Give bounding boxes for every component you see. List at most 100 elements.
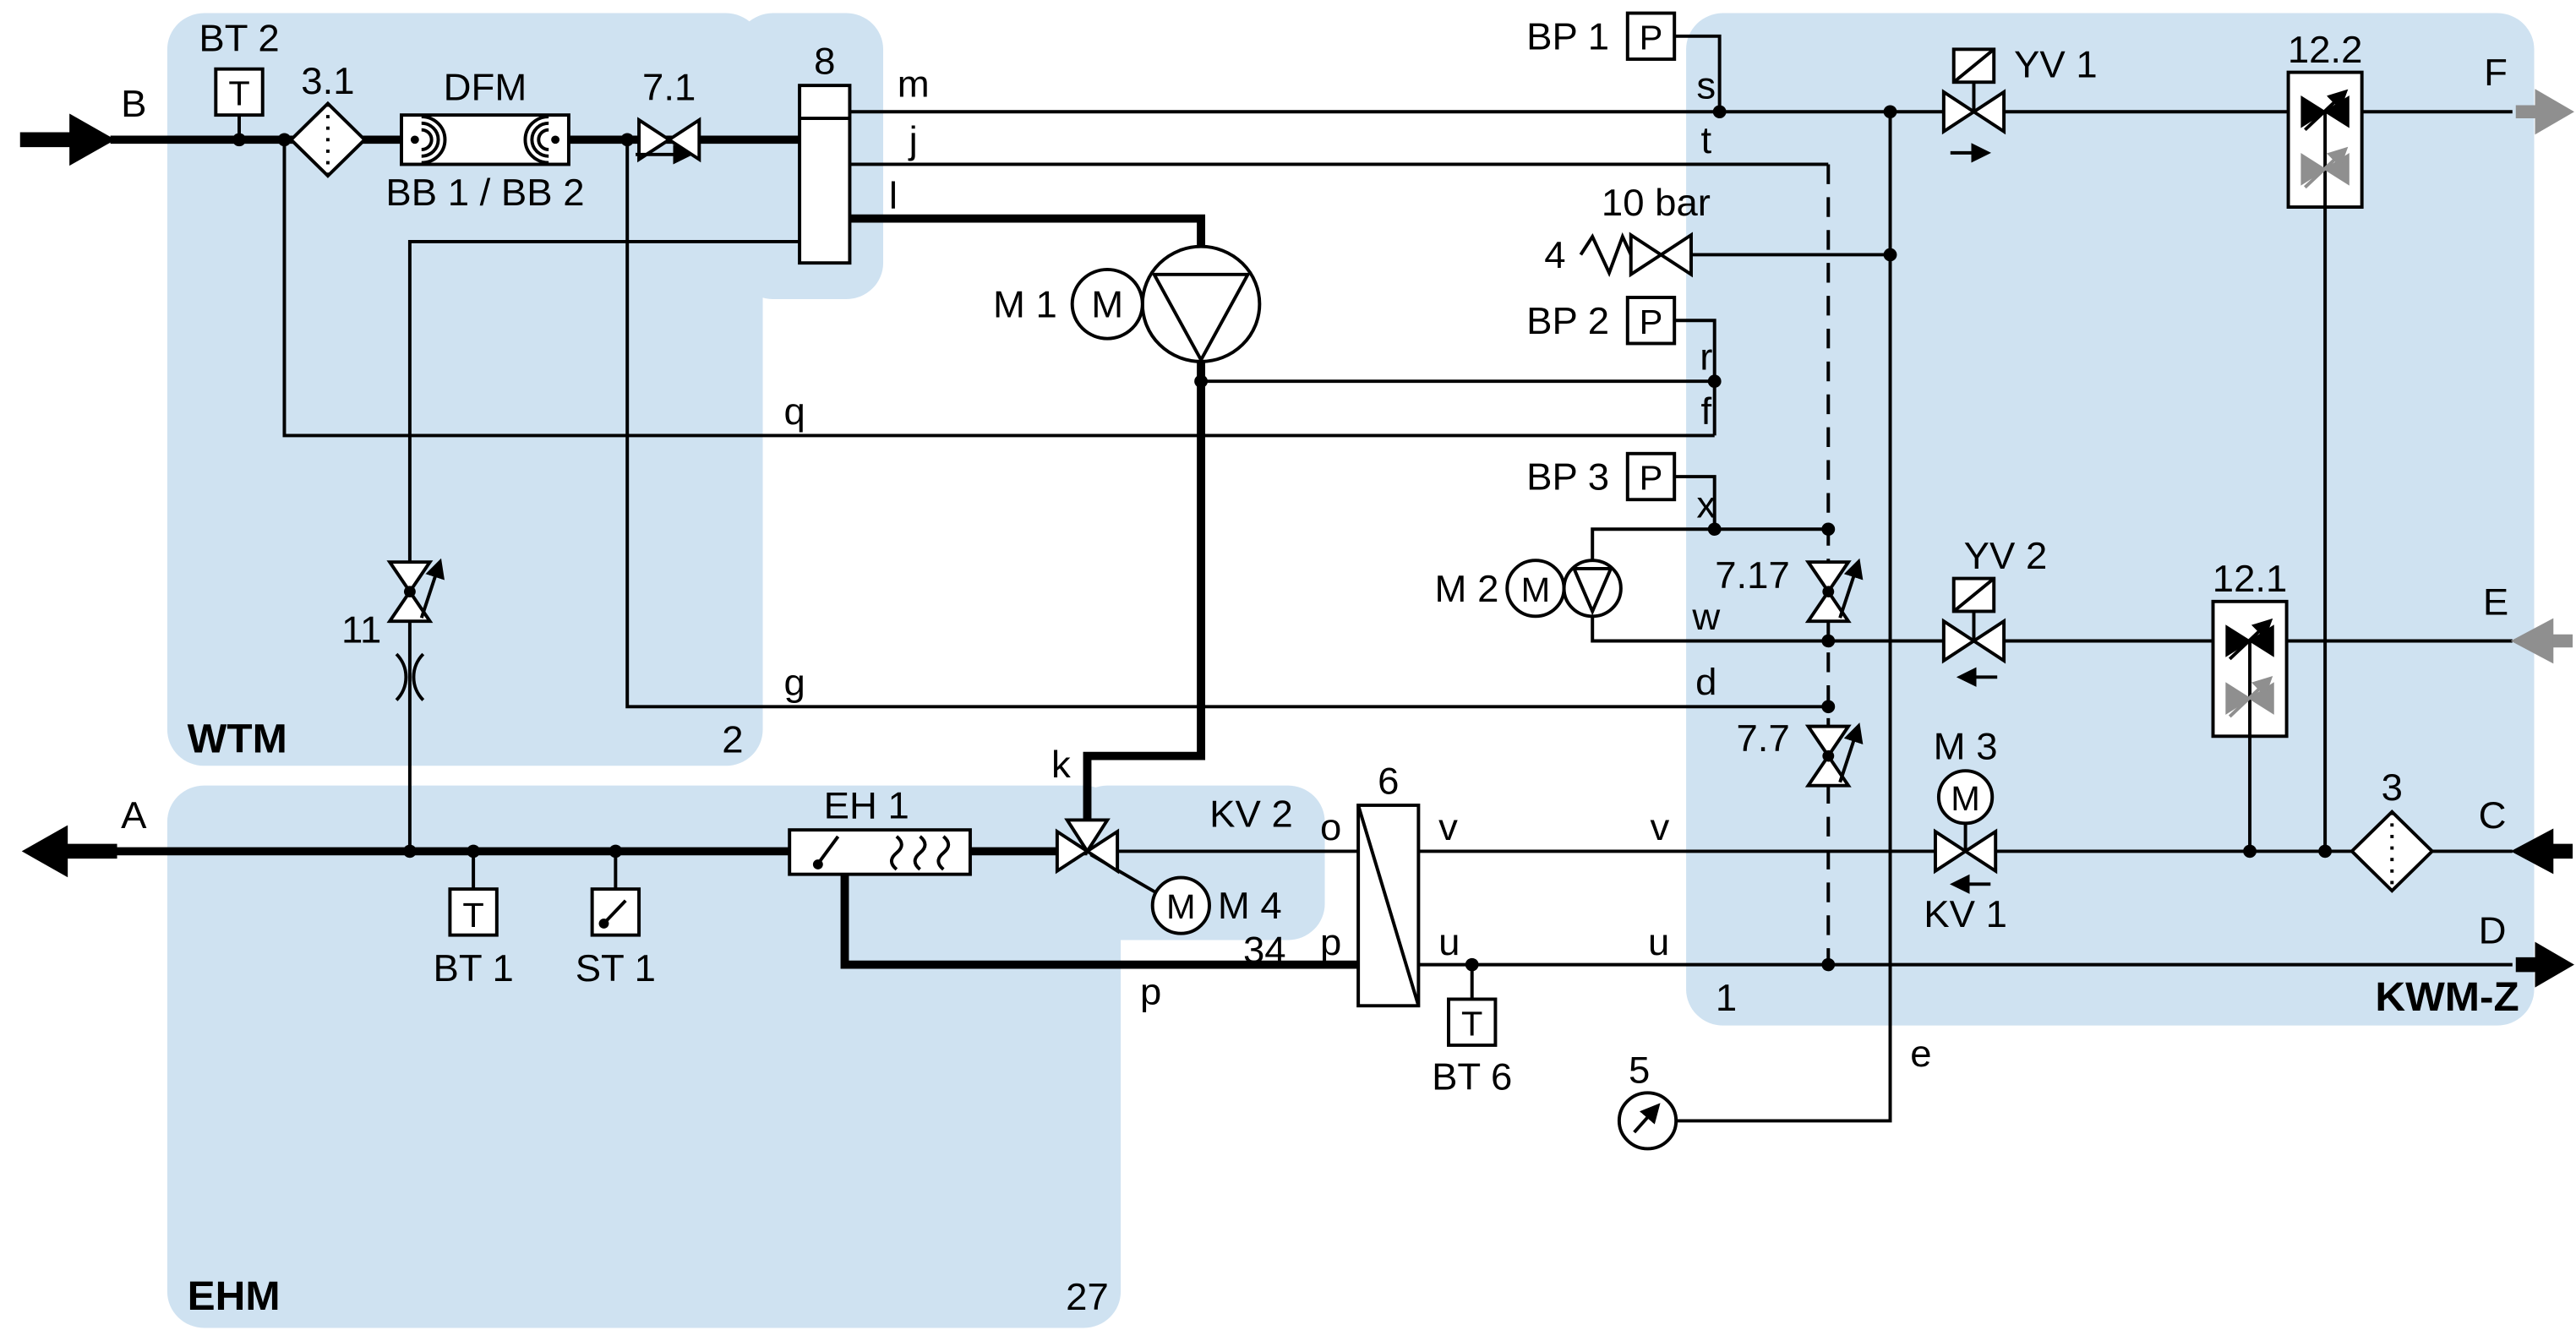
- junction: [1821, 957, 1836, 972]
- yv1-solenoid-slash: [1952, 47, 1995, 84]
- dfm-transducer-left: [410, 135, 419, 144]
- kv1-right: [1962, 828, 1998, 875]
- sensor-bp3: [1625, 451, 1677, 502]
- sensor-bt1: [448, 887, 499, 937]
- sensor-bp1: [1625, 11, 1677, 61]
- junction: [620, 133, 635, 147]
- strainer-3-label: 3: [2382, 766, 2403, 810]
- hx-6-diagonal: [1356, 804, 1421, 1006]
- bt6-label: BT 6: [1432, 1055, 1512, 1098]
- motor-m1: [1070, 268, 1144, 341]
- relief-valve-4: [1579, 232, 1693, 278]
- relief-4-label: 4: [1544, 233, 1565, 276]
- disconnector-12-1-label: 12.1: [2213, 558, 2288, 601]
- pump-m2-impeller: [1571, 566, 1613, 616]
- junction: [277, 133, 292, 147]
- arrow-b-head: [69, 113, 116, 166]
- wtm-number: 2: [722, 718, 743, 761]
- bt6-symbol: T: [1461, 1005, 1482, 1044]
- junction: [2318, 844, 2333, 859]
- st1-label: ST 1: [576, 946, 656, 989]
- junction: [2243, 844, 2257, 859]
- dfm-transducer-right: [551, 135, 560, 144]
- line-e-label: e: [1910, 1033, 1931, 1076]
- gauge-5-label: 5: [1629, 1049, 1650, 1092]
- orifice-11: [395, 652, 425, 701]
- disconnector-12-2-valve1-arrow: [2303, 89, 2349, 132]
- pipe-w-e-line: [1591, 616, 2513, 643]
- line-q-label: q: [783, 390, 805, 433]
- valve-7-7-seat: [1822, 750, 1835, 762]
- valve-7-7-bottom: [1804, 753, 1852, 788]
- relief-valve-4-left: [1629, 232, 1664, 278]
- line-g-label: g: [783, 661, 805, 704]
- pipe-g-d: [625, 139, 1829, 709]
- junction: [1465, 957, 1479, 972]
- m3-label: M 3: [1934, 725, 1998, 768]
- overflow-7-17-label: 7.17: [1715, 554, 1790, 597]
- dfm-transducer-right-waves: [523, 115, 549, 165]
- m2-label: M 2: [1435, 567, 1499, 610]
- kv2-right: [1083, 828, 1120, 875]
- bt2-label: BT 2: [199, 17, 279, 60]
- valve-7-7-adjust-arrow: [1838, 722, 1864, 783]
- yv1-left: [1941, 89, 1978, 135]
- ehm-name: EHM: [188, 1273, 281, 1319]
- sensor-st1: [590, 887, 641, 937]
- junction: [1194, 374, 1208, 388]
- check-valve-7-1-left: [637, 117, 673, 163]
- pipe-q-f: [282, 139, 1715, 438]
- line-r-label: r: [1700, 335, 1712, 379]
- strainer-3-1-label: 3.1: [301, 59, 354, 102]
- junction: [1821, 522, 1836, 537]
- region-ehm: [166, 785, 1122, 1328]
- line-x-label: x: [1696, 483, 1716, 526]
- yv1-label: YV 1: [2014, 43, 2098, 86]
- overflow-valve-7-7: [1804, 722, 1864, 788]
- kv1-label: KV 1: [1924, 892, 2007, 935]
- junction: [1707, 374, 1722, 388]
- three-way-valve-kv2: [1055, 818, 1211, 935]
- overflow-valve-7-17: [1804, 558, 1864, 624]
- line-j-label: j: [908, 118, 918, 161]
- heat-exchanger-6: [1356, 804, 1421, 1008]
- sensor-bp2-body: [1625, 296, 1677, 346]
- line-w-label: w: [1691, 595, 1720, 638]
- labels: B A F E C D BT 2 T 3.1 DFM BB 1 / BB 2 7…: [121, 15, 2519, 1319]
- line-u-label-1: u: [1438, 920, 1460, 963]
- valve-11-adjust-arrow: [419, 558, 445, 619]
- junction: [1883, 248, 1897, 262]
- valve-11-seat: [403, 586, 416, 597]
- line-p-label-1: p: [1320, 920, 1341, 963]
- yv2-solenoid-slash: [1952, 577, 1995, 613]
- m4-symbol: M: [1166, 887, 1196, 926]
- disconnector-12-2-valve2-arrow: [2303, 146, 2349, 189]
- valve-7-7-top: [1804, 724, 1852, 760]
- valve-11-top: [386, 560, 434, 595]
- bp3-label: BP 3: [1526, 455, 1609, 499]
- line-o-label: o: [1320, 805, 1341, 848]
- m2-symbol: M: [1521, 570, 1551, 609]
- valve-11-bottom: [386, 588, 434, 624]
- line-t-label: t: [1700, 118, 1711, 161]
- sensor-st1-bulb: [598, 919, 609, 929]
- sensor-bt6: [1447, 997, 1498, 1047]
- yv1-right: [1970, 89, 2006, 135]
- heater-eh1-bulb: [812, 859, 823, 869]
- line-p-label-2: p: [1140, 970, 1161, 1013]
- bp1-label: BP 1: [1526, 15, 1609, 58]
- sensor-bp1-body: [1625, 11, 1677, 61]
- dfm-transducer-left-waves: [421, 115, 447, 165]
- motor-valve-kv1: [1933, 769, 1998, 894]
- pump-m1: [1070, 244, 1262, 364]
- m1-symbol: M: [1091, 283, 1123, 326]
- line-s-label: s: [1696, 64, 1716, 107]
- port-a-label: A: [121, 794, 146, 837]
- gauge-5-needle: [1633, 1103, 1661, 1134]
- yv2-right: [1970, 618, 2006, 664]
- heater-eh1: [788, 828, 972, 876]
- bt1-symbol: T: [462, 896, 483, 935]
- disconnector-12-2-valve2-left: [2300, 153, 2327, 186]
- solenoid-valve-yv2: [1941, 576, 2006, 687]
- disconnector-12-2-label: 12.2: [2288, 28, 2363, 71]
